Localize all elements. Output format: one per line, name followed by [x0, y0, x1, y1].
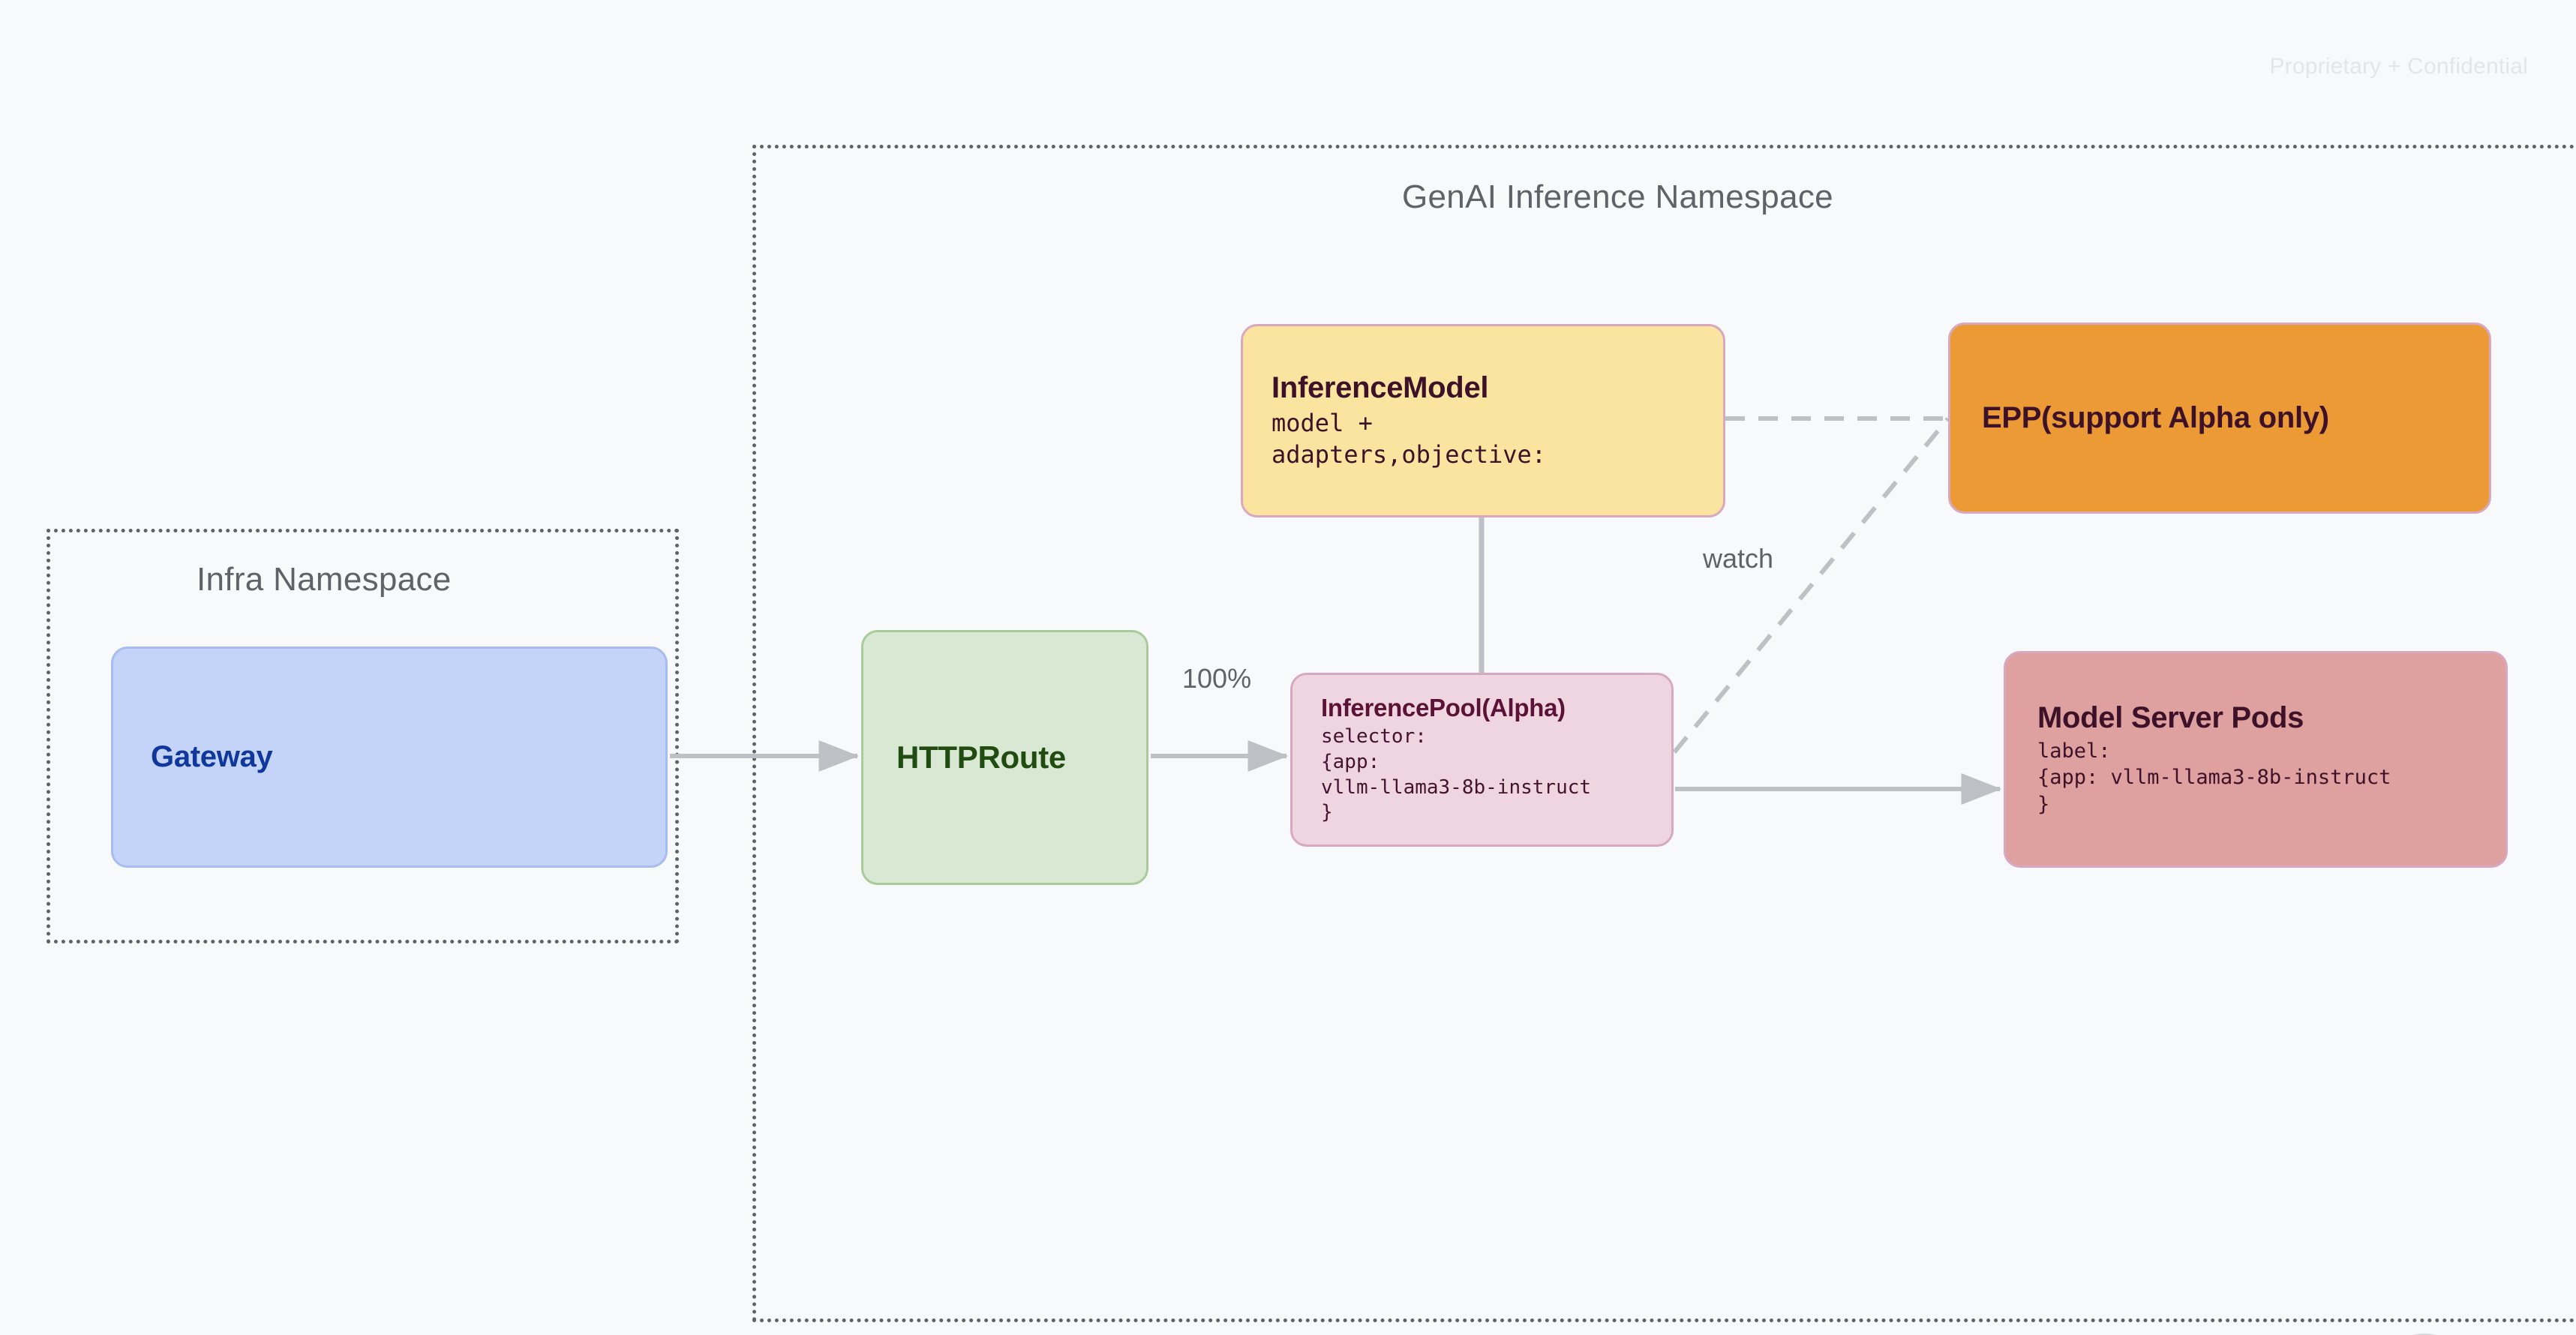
proprietary-watermark: Proprietary + Confidential: [2269, 54, 2528, 79]
genai-inference-namespace-title: GenAI Inference Namespace: [1402, 178, 1833, 215]
model-server-pods-spec: label: {app: vllm-llama3-8b-instruct }: [2037, 740, 2391, 816]
inferencepool-title: InferencePool(Alpha): [1321, 693, 1566, 722]
inferencepool-spec: selector: {app: vllm-llama3-8b-instruct …: [1321, 724, 1592, 824]
node-httproute[interactable]: HTTPRoute: [861, 630, 1148, 885]
edge-label-traffic-weight: 100%: [1182, 663, 1252, 694]
node-gateway[interactable]: Gateway: [111, 646, 668, 868]
edge-label-watch: watch: [1703, 543, 1774, 574]
node-inferencemodel[interactable]: InferenceModel model + adapters,objectiv…: [1241, 324, 1725, 518]
node-epp[interactable]: EPP(support Alpha only): [1948, 322, 2491, 514]
model-server-pods-title: Model Server Pods: [2037, 701, 2304, 735]
httproute-title: HTTPRoute: [896, 740, 1066, 775]
genai-inference-namespace-container: [752, 145, 2576, 1322]
node-model-server-pods[interactable]: Model Server Pods label: {app: vllm-llam…: [2004, 651, 2508, 868]
inferencemodel-title: InferenceModel: [1271, 370, 1489, 404]
gateway-title: Gateway: [151, 740, 273, 773]
infra-namespace-container: [47, 529, 679, 944]
epp-title: EPP(support Alpha only): [1982, 401, 2329, 434]
node-inferencepool[interactable]: InferencePool(Alpha) selector: {app: vll…: [1290, 673, 1674, 847]
infra-namespace-title: Infra Namespace: [197, 561, 452, 598]
inferencemodel-spec: model + adapters,objective:: [1271, 408, 1547, 469]
footer-logo-partial: [2412, 1334, 2436, 1335]
